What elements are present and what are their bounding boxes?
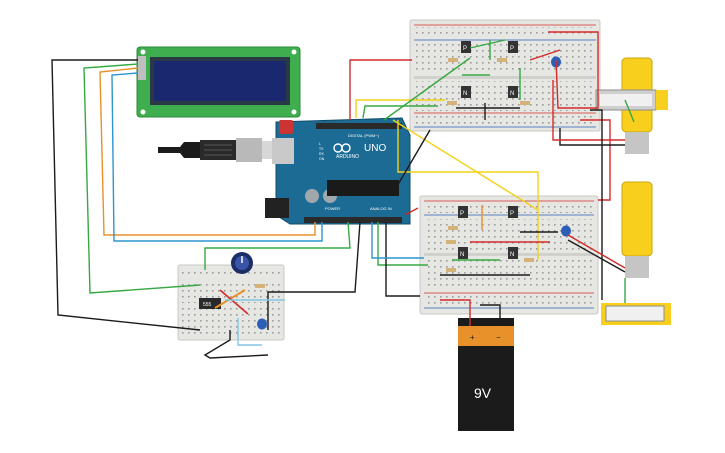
svg-text:N: N [510, 252, 514, 258]
potentiometer-icon [231, 252, 253, 274]
transistor-n-top-right: N [508, 86, 518, 98]
usb-cable-icon [158, 138, 276, 162]
svg-text:N: N [510, 91, 514, 97]
battery-plus: + [470, 333, 475, 342]
rx-label: RX [319, 152, 325, 156]
power-label: POWER [325, 206, 340, 211]
svg-text:N: N [463, 91, 467, 97]
transistor-n-mid-left: N [458, 247, 468, 259]
resistor-small [255, 284, 265, 288]
lcd-display [136, 46, 301, 118]
timer-ic-555: 555 [199, 298, 221, 309]
transistor-n-top-left: N [461, 86, 471, 98]
digital-label: DIGITAL (PWM~) [348, 133, 380, 138]
svg-text:P: P [510, 46, 514, 52]
capacitor-mid [561, 225, 571, 237]
battery-minus: − [496, 333, 501, 342]
transistor-n-mid-right: N [508, 247, 518, 259]
dc-motor-bottom-wheel [601, 303, 671, 325]
battery-9v: + − 9V [458, 318, 514, 431]
dc-motor-bottom [621, 181, 653, 278]
tx-label: TX [319, 147, 324, 151]
battery-label: 9V [474, 385, 492, 401]
wires [51, 31, 635, 359]
transistor-p-top-right: P [508, 41, 518, 53]
arduino-model: UNO [364, 143, 386, 154]
svg-text:N: N [460, 252, 464, 258]
svg-text:P: P [460, 211, 464, 217]
timer-ic-label: 555 [203, 302, 212, 308]
transistor-p-mid-right: P [508, 206, 518, 218]
capacitor-small [257, 318, 267, 330]
analog-label: ANALOG IN [370, 206, 392, 211]
svg-text:P: P [510, 211, 514, 217]
dc-motor-top [595, 57, 668, 154]
breadboard-top [409, 19, 601, 132]
transistor-p-top-left: P [461, 41, 471, 53]
resistors [446, 58, 534, 272]
on-label: ON [319, 157, 325, 161]
l-label: L [319, 142, 321, 146]
arduino-brand: ARDUINO [336, 154, 359, 160]
arduino-uno-board: ARDUINO UNO DIGITAL (PWM~) POWER ANALOG … [265, 117, 411, 225]
transistor-p-mid-left: P [458, 206, 468, 218]
svg-text:P: P [463, 46, 467, 52]
arduino-logo-icon [333, 143, 351, 153]
